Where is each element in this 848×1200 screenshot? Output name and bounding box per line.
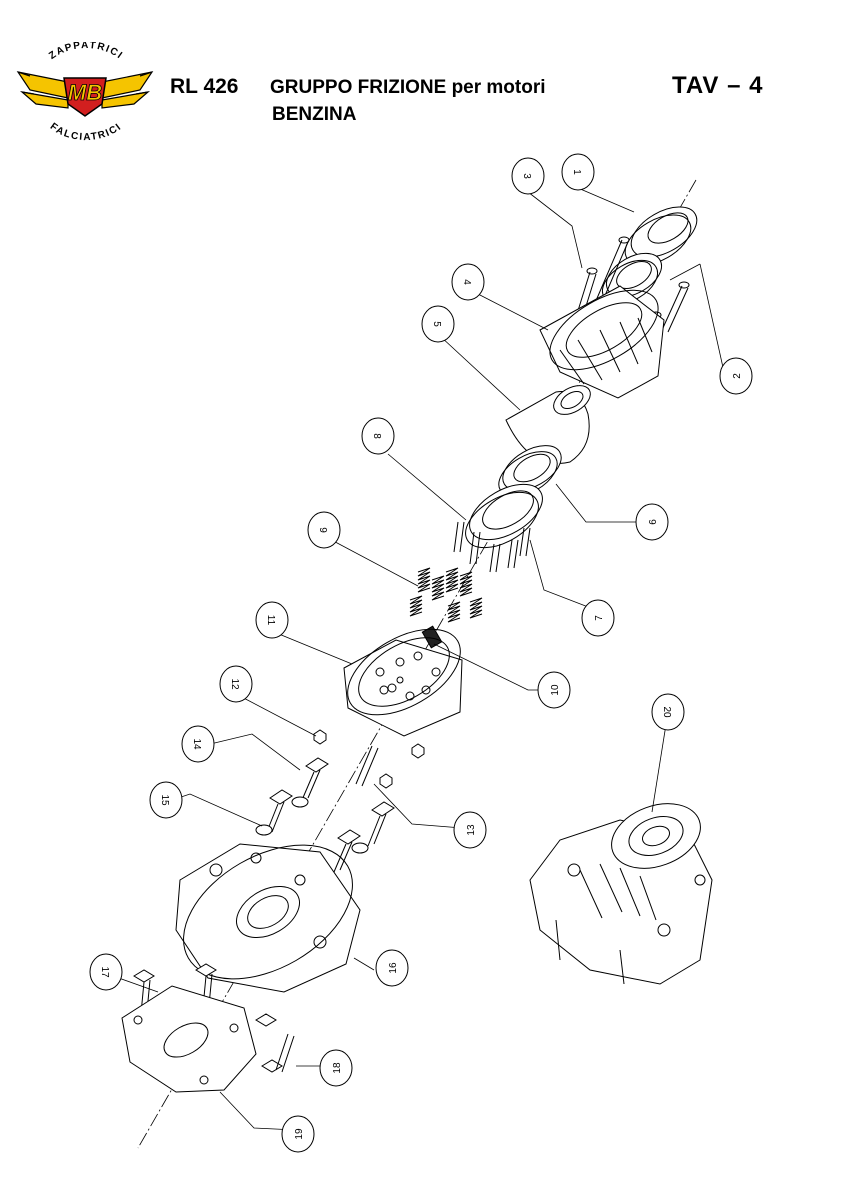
callout-16: 16 [375, 949, 409, 987]
part-11-clutch-plate [343, 628, 463, 737]
callout-7-label: 7 [594, 615, 605, 621]
callout-18: 18 [319, 1049, 353, 1087]
exploded-view: 1 2 3 4 5 6 7 8 9 10 11 12 13 14 15 16 1… [89, 153, 753, 1153]
part-12-nut [313, 729, 425, 789]
drawing-title: GRUPPO FRIZIONE per motori [270, 77, 546, 98]
logo-mark: MB [68, 80, 102, 105]
callout-4-label: 4 [461, 279, 472, 285]
callout-8-label: 8 [371, 433, 382, 439]
callout-10: 10 [537, 671, 571, 709]
callout-12-label: 12 [229, 678, 240, 690]
callouts: 1 2 3 4 5 6 7 8 9 10 11 12 13 14 15 16 1… [89, 153, 753, 1153]
callout-13-label: 13 [466, 824, 477, 836]
callout-5-label: 5 [431, 321, 442, 327]
part-19-gasket [121, 985, 257, 1093]
callout-2: 2 [719, 357, 753, 395]
callout-5: 5 [421, 305, 455, 343]
callout-2-label: 2 [732, 373, 743, 379]
callout-18-label: 18 [332, 1062, 343, 1074]
svg-text:ZAPPATRICI: ZAPPATRICI [47, 42, 125, 62]
logo-shield [63, 77, 107, 117]
callout-19: 19 [281, 1115, 315, 1153]
drawing-code: RL 426 [170, 75, 239, 98]
part-13-key [355, 745, 379, 787]
callout-1-label: 1 [571, 169, 582, 175]
callout-11: 11 [255, 601, 289, 639]
callout-6-label: 6 [648, 519, 659, 525]
callout-20: 20 [651, 693, 685, 731]
part-20-assembly [529, 803, 713, 985]
logo-text-bottom: FALCIATRICI [48, 121, 123, 142]
part-9-springs [409, 567, 483, 623]
part-16-rear-housing [175, 843, 361, 993]
drawing-subtitle: BENZINA [272, 104, 357, 125]
callout-15-label: 15 [159, 794, 170, 806]
part-7-pressure-ring [465, 483, 543, 549]
part-14-bolts [265, 757, 395, 873]
callout-6: 6 [635, 503, 669, 541]
callout-17: 17 [89, 953, 123, 991]
part-5-cone [505, 385, 591, 465]
callout-9: 9 [307, 511, 341, 549]
callout-10-label: 10 [550, 684, 561, 696]
callout-19-label: 19 [294, 1128, 305, 1140]
callout-14-label: 14 [191, 738, 202, 750]
callout-17-label: 17 [99, 966, 110, 978]
callout-3: 3 [511, 157, 545, 195]
part-4-front-housing [539, 285, 665, 399]
logo-text-top: ZAPPATRICI [47, 42, 123, 62]
callout-11-label: 11 [265, 615, 276, 626]
callout-14: 14 [181, 725, 215, 763]
svg-text:FALCIATRICI: FALCIATRICI [48, 121, 124, 142]
callout-7: 7 [581, 599, 615, 637]
callout-4: 4 [451, 263, 485, 301]
part-8-pins [453, 521, 531, 573]
callout-1: 1 [561, 153, 595, 191]
logo-wings [16, 71, 154, 109]
mb-logo: ZAPPATRICI FALCIATRICI MB [16, 42, 154, 142]
callout-3-label: 3 [521, 173, 532, 179]
callout-8: 8 [361, 417, 395, 455]
callout-20-label: 20 [661, 706, 672, 718]
callout-12: 12 [219, 665, 253, 703]
callout-16-label: 16 [388, 962, 399, 974]
callout-15: 15 [149, 781, 183, 819]
callout-13: 13 [453, 811, 487, 849]
callout-9-label: 9 [317, 527, 328, 533]
table-number: TAV – 4 [672, 72, 764, 99]
